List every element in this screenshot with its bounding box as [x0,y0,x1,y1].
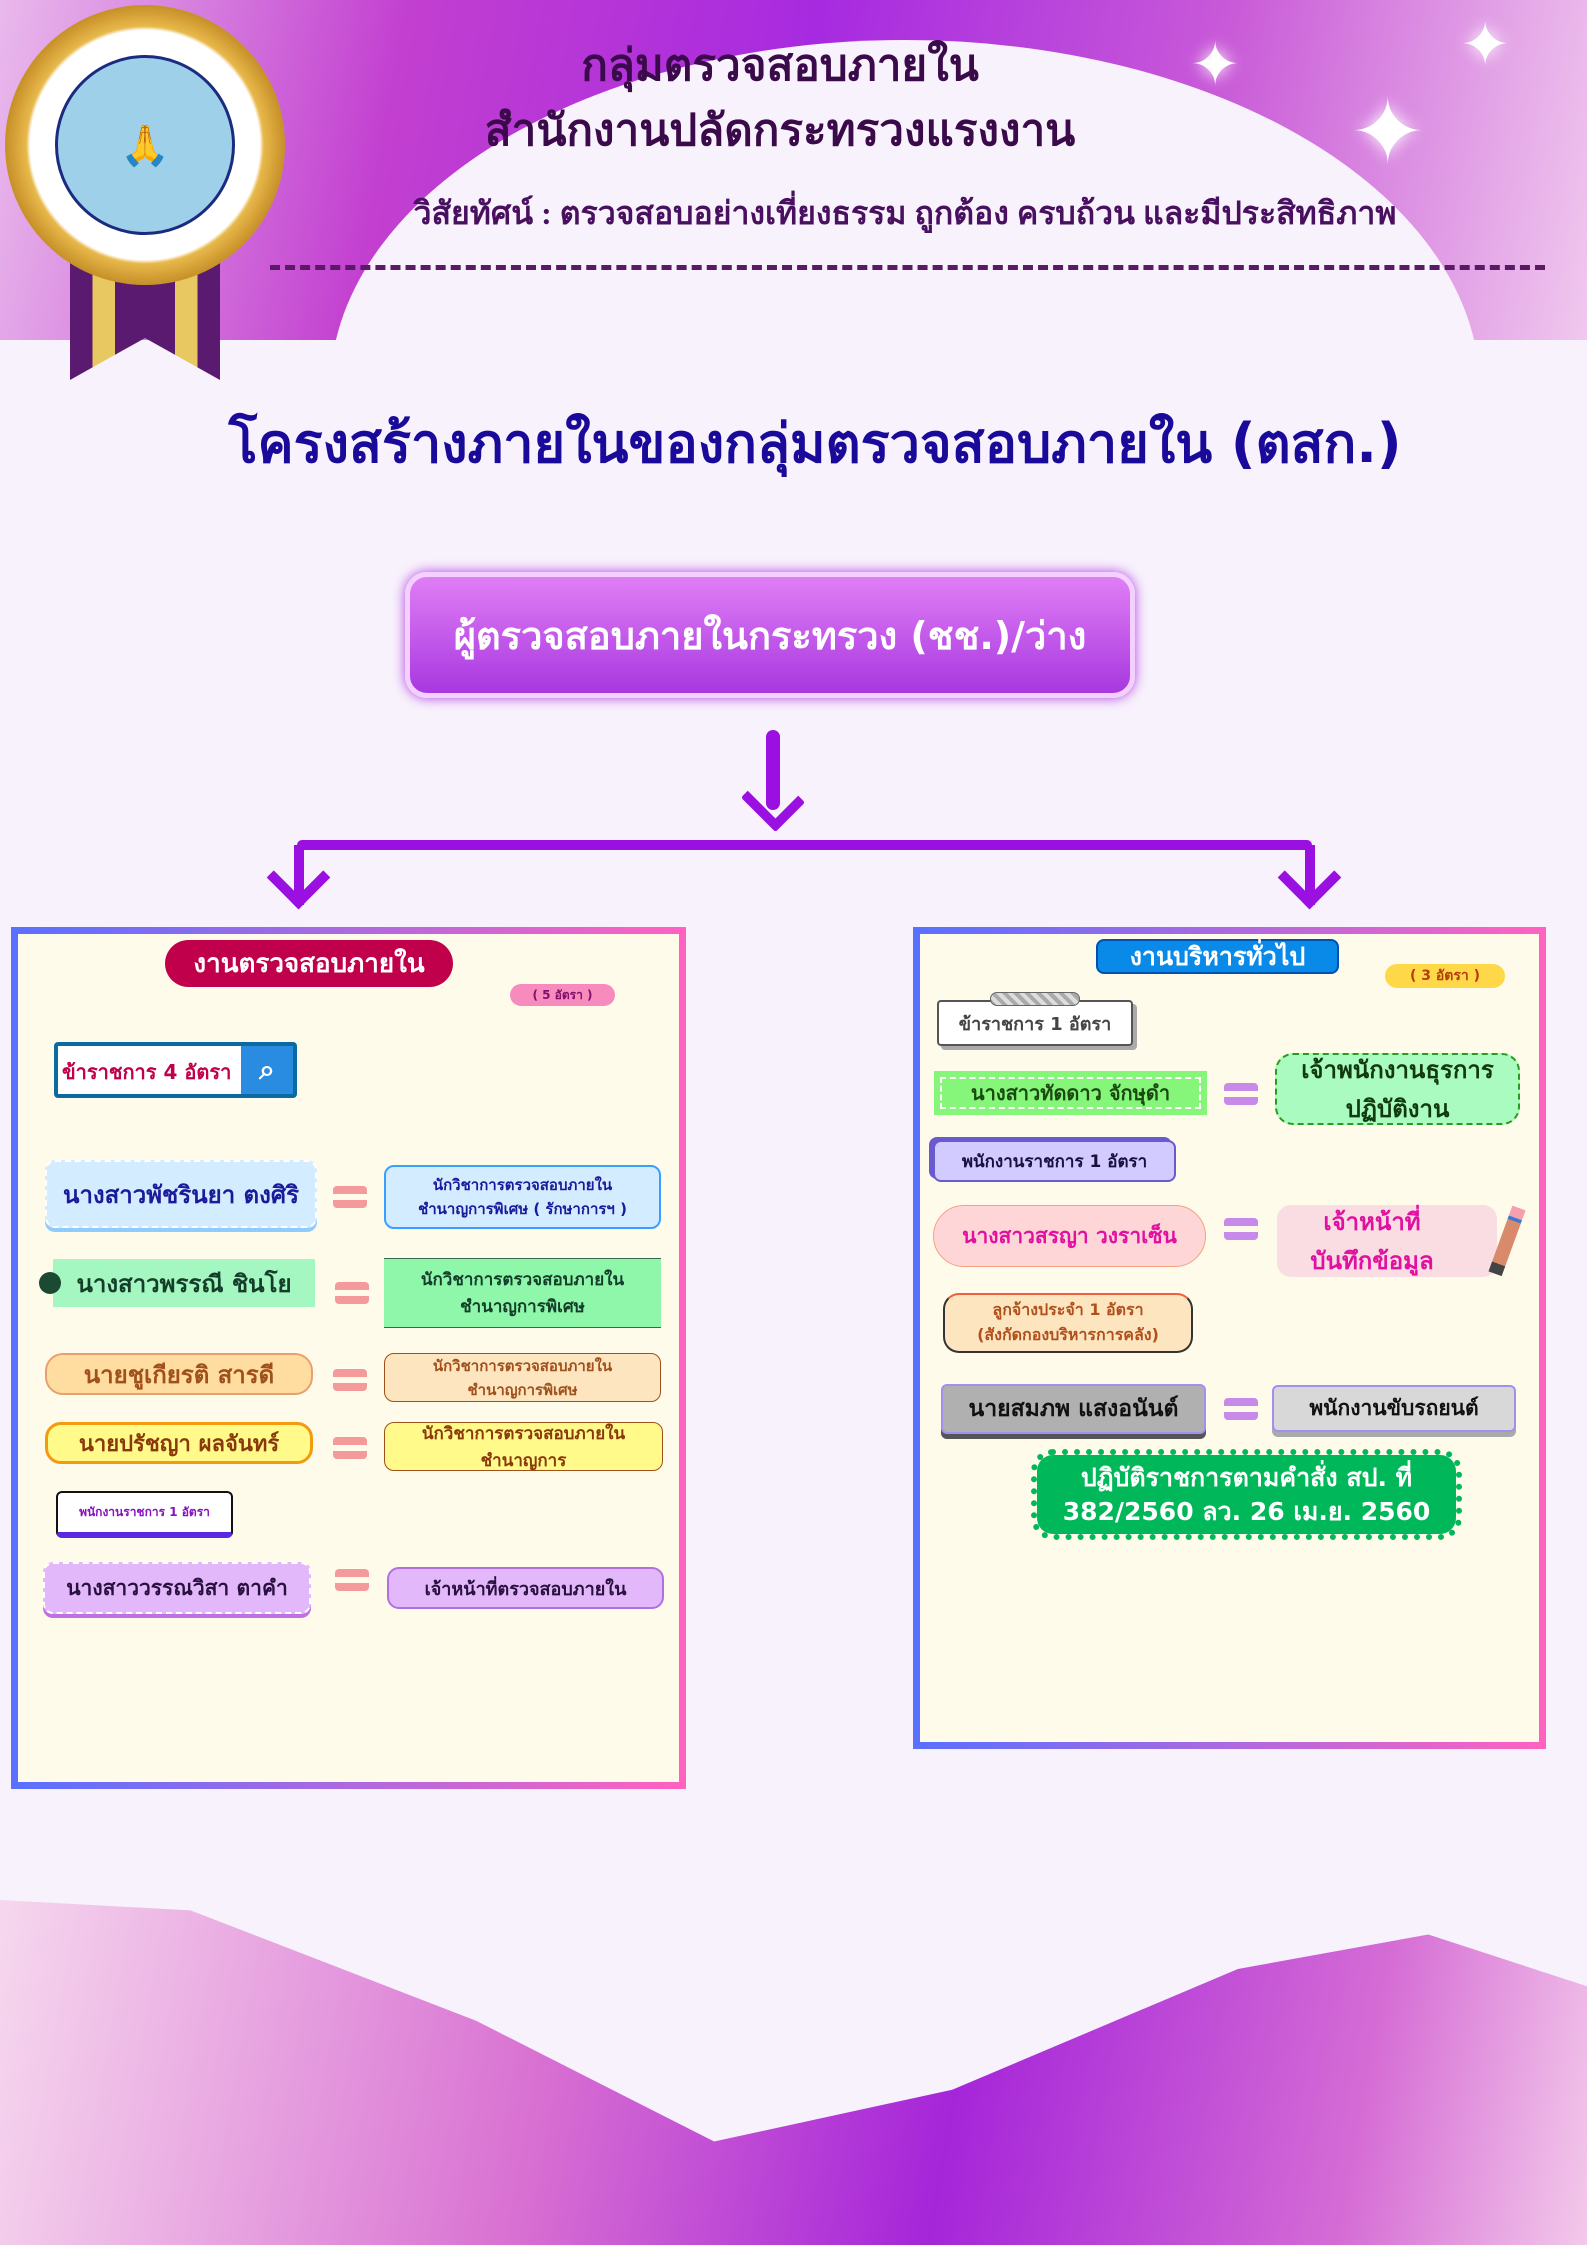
admin-section-panel [913,927,1546,1749]
employee-line: (สังกัดกองบริหารการคลัง) [977,1325,1159,1344]
equals-icon [333,1437,367,1459]
position-box: นักวิชาการตรวจสอบภายในชำนาญการพิเศษ [384,1258,661,1328]
equals-icon [1224,1083,1258,1105]
position-box: นักวิชาการตรวจสอบภายในชำนาญการพิเศษ [384,1353,661,1402]
staff-name-text: นางสาวพรรณี ชินโย [76,1269,292,1298]
sparkle-icon: ✦ [1460,10,1511,80]
count-badge: ( 5 อัตรา ) [510,984,615,1006]
position-line: นักวิชาการตรวจสอบภายใน [432,1176,613,1194]
equals-icon [333,1186,367,1208]
connector-line [294,845,304,905]
staff-name: นางสาววรรณวิสา ตาคำ [43,1562,311,1614]
connector-line [766,730,780,810]
bullet-icon [39,1272,61,1294]
sparkle-icon: ✦ [1350,80,1426,185]
position-line: ชำนาญการ [480,1450,567,1471]
employee-line: ลูกจ้างประจำ 1 อัตรา [992,1300,1144,1319]
civil-servant-label: ข้าราชการ 4 อัตรา [62,1060,232,1084]
position-box: เจ้าหน้าที่บันทึกข้อมูล [1277,1205,1497,1277]
position-line: ชำนาญการพิเศษ ( รักษาการฯ ) [418,1200,627,1218]
civil-servant-search: ข้าราชการ 4 อัตรา ⌕ [54,1042,297,1098]
position-line: นักวิชาการตรวจสอบภายใน [432,1356,613,1375]
arrow-down-icon [740,767,806,833]
order-line: ปฏิบัติราชการตามคำสั่ง สป. ที่ [1080,1462,1413,1492]
position-line: ชำนาญการพิเศษ [460,1297,585,1317]
position-line: นักวิชาการตรวจสอบภายใน [420,1270,625,1290]
gov-employee-label: พนักงานราชการ 1 อัตรา [933,1140,1176,1182]
connector-line [297,840,1312,850]
staff-name: นายปรัชญา ผลจันทร์ [45,1422,313,1464]
logo-emblem-icon: 🙏 [55,55,235,235]
civil-servant-label: ข้าราชการ 1 อัตรา [937,1000,1133,1046]
position-box: นักวิชาการตรวจสอบภายในชำนาญการพิเศษ ( รั… [384,1165,661,1229]
equals-icon [335,1282,369,1304]
arrow-down-icon [266,845,331,910]
equals-icon [333,1369,367,1391]
position-line: ชำนาญการพิเศษ [467,1380,578,1399]
position-box: พนักงานขับรถยนต์ [1272,1385,1516,1432]
gov-employee-label: พนักงานราชการ 1 อัตรา [56,1491,233,1538]
head-auditor-box: ผู้ตรวจสอบภายในกระทรวง (ชช.)/ว่าง [405,572,1135,698]
tag-clip [990,992,1080,1006]
equals-icon [335,1569,369,1591]
ministry-logo: 🙏 [5,5,285,285]
staff-name: นางสาวพรรณี ชินโย [39,1259,315,1307]
count-badge: ( 3 อัตรา ) [1385,964,1505,988]
vision-text: วิสัยทัศน์ : ตรวจสอบอย่างเที่ยงธรรม ถูกต… [413,194,1397,231]
page-title: โครงสร้างภายในของกลุ่มตรวจสอบภายใน (ตสก.… [228,411,1402,475]
sparkle-icon: ✦ [1190,30,1241,100]
position-box: นักวิชาการตรวจสอบภายในชำนาญการ [384,1422,663,1471]
search-icon: ⌕ [241,1046,293,1094]
connector-line [1305,845,1315,905]
order-reference-badge: ปฏิบัติราชการตามคำสั่ง สป. ที่ 382/2560 ล… [1031,1449,1462,1540]
arrow-down-icon [1277,845,1342,910]
equals-icon [1224,1398,1258,1420]
section-title: งานบริหารทั่วไป [1096,939,1339,974]
permanent-employee-box: ลูกจ้างประจำ 1 อัตรา (สังกัดกองบริหารการค… [943,1293,1193,1353]
position-line: บันทึกข้อมูล [1310,1247,1434,1275]
footer-wave [0,1900,1587,2245]
staff-name: นางสาวทัดดาว จักษุดำ [934,1071,1207,1115]
position-box: เจ้าหน้าที่ตรวจสอบภายใน [387,1567,664,1609]
section-title: งานตรวจสอบภายใน [165,940,453,987]
staff-name: นางสาวสรญา วงราเซ็น [933,1205,1206,1267]
equals-icon [1224,1218,1258,1240]
staff-name: นายชูเกียรติ สารดี [45,1353,313,1395]
position-line: ปฏิบัติงาน [1345,1095,1450,1123]
header-subtitle: สำนักงานปลัดกระทรวงแรงงาน [484,106,1076,155]
position-box: เจ้าพนักงานธุรการปฏิบัติงาน [1275,1053,1520,1125]
position-line: เจ้าหน้าที่ [1323,1208,1421,1236]
divider [270,265,1545,270]
staff-name: นายสมภพ แสงอนันต์ [941,1384,1206,1434]
staff-name: นางสาวพัชรินยา ตงศิริ [45,1160,317,1228]
header-title: กลุ่มตรวจสอบภายใน [581,41,979,90]
position-line: เจ้าพนักงานธุรการ [1301,1056,1494,1084]
order-line: 382/2560 ลว. 26 เม.ย. 2560 [1062,1496,1431,1526]
position-line: นักวิชาการตรวจสอบภายใน [421,1423,626,1444]
